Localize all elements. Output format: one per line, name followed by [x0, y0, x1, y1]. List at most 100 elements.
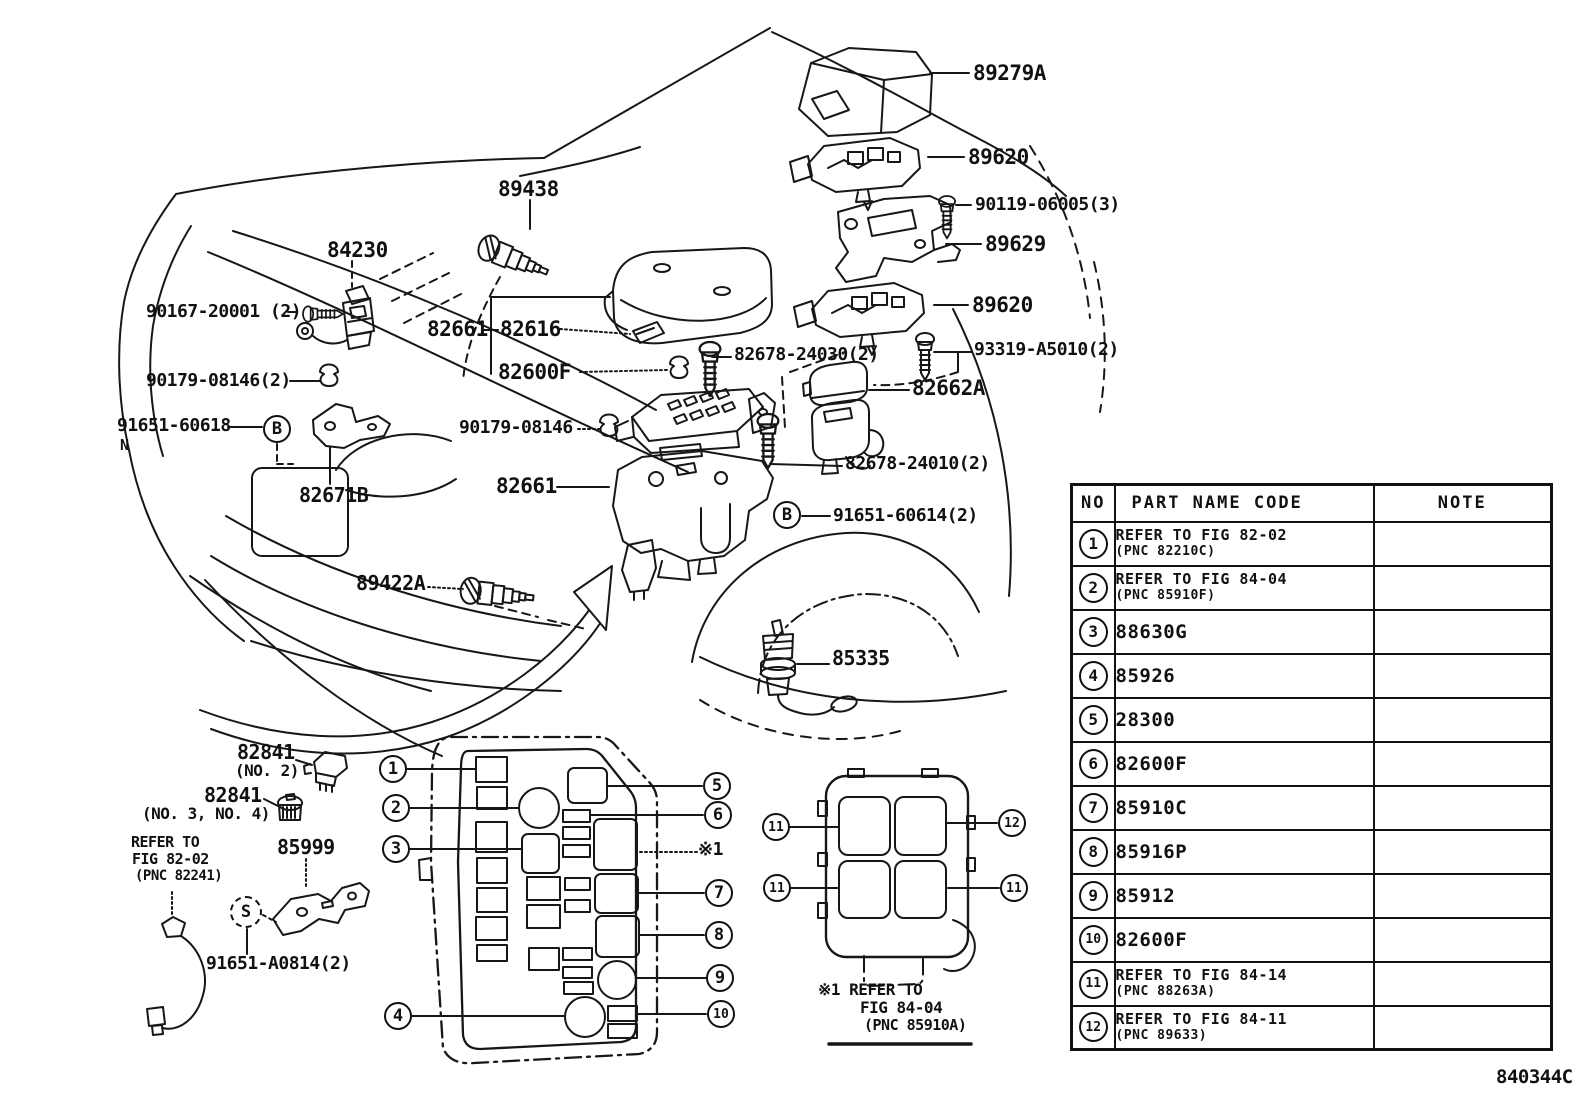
row-number-circle: 6: [1078, 748, 1108, 779]
bolt-93319: [915, 332, 935, 381]
sensor-89438: [473, 231, 554, 285]
bracket-85999: [262, 882, 370, 936]
note-cell: [1372, 608, 1553, 655]
label-85999: 85999: [277, 835, 335, 859]
callout-11: 11: [1000, 874, 1028, 902]
relay-82841-no34: [277, 793, 303, 821]
note-cell: [1372, 916, 1553, 963]
bolt-90119: [938, 195, 956, 240]
label-89620-top: 89620: [968, 145, 1029, 169]
row-number-cell: 1: [1070, 520, 1116, 567]
label-82841-no34-note: (NO. 3, NO. 4): [142, 804, 270, 823]
note-cell: [1372, 1004, 1553, 1051]
relay-box-top-view: [817, 768, 976, 987]
part-name-cell: REFER TO FIG 82-02(PNC 82210C): [1113, 520, 1375, 567]
car-body-outline: [118, 27, 1106, 757]
row-number-cell: 6: [1070, 740, 1116, 787]
part-name-line: 85926: [1115, 664, 1176, 687]
computer-cover-82661: [603, 247, 773, 345]
part-name-cell: 28300: [1113, 696, 1375, 743]
note-cell: [1372, 564, 1553, 611]
sensor-89422A: [458, 575, 536, 612]
label-91651-60618: 91651-60618: [117, 415, 231, 436]
callout-8: 8: [705, 921, 733, 949]
label-ref1-line3: (PNC 85910A): [864, 1016, 967, 1034]
label-82662A: 82662A: [912, 376, 985, 400]
callout-11: 11: [763, 874, 791, 902]
row-number-circle: 9: [1078, 880, 1108, 911]
label-93319-A5010: 93319-A5010(2): [974, 339, 1119, 360]
label-82661-lower: 82661: [496, 474, 557, 498]
row-number-circle: 8: [1078, 836, 1108, 867]
note-cell: [1372, 696, 1553, 743]
callout-5: 5: [703, 772, 731, 800]
label-82600F: 82600F: [498, 360, 571, 384]
relay-block-lower-82661: [612, 450, 774, 601]
note-cell: [1372, 828, 1553, 875]
row-number-circle: 2: [1078, 572, 1108, 603]
part-name-line: REFER TO FIG 84-04: [1115, 570, 1288, 588]
note-cell: [1372, 520, 1553, 567]
fuse-box-top-view: [418, 735, 659, 1065]
part-name-line: 88630G: [1115, 620, 1188, 643]
part-name-cell: 82600F: [1113, 740, 1375, 787]
relay-89620-top: [789, 137, 921, 211]
part-name-line: REFER TO FIG 84-14: [1115, 966, 1288, 984]
row-number-cell: 7: [1070, 784, 1116, 831]
row-number-cell: 4: [1070, 652, 1116, 699]
direction-arrow: [199, 565, 613, 755]
label-91651-60614: 91651-60614(2): [833, 505, 978, 526]
callout-b: B: [773, 501, 801, 529]
label-84230: 84230: [327, 238, 388, 262]
relay-82662A-upper: [802, 360, 868, 407]
label-90167-20001: 90167-20001 (2): [146, 301, 302, 322]
label-91651-A0814: 91651-A0814(2): [206, 953, 351, 974]
sensor-84230: [296, 285, 375, 350]
note-cell: [1372, 652, 1553, 699]
part-name-cell: 85912: [1113, 872, 1375, 919]
note-cell: [1372, 740, 1553, 787]
relay-82841-no2: [303, 751, 348, 793]
part-name-cell: REFER TO FIG 84-04(PNC 85910F): [1113, 564, 1375, 611]
label-82841-no2: 82841: [237, 740, 295, 764]
row-number-cell: 9: [1070, 872, 1116, 919]
row-number-cell: 2: [1070, 564, 1116, 611]
leader-lines: [171, 72, 1000, 1046]
note-cell: [1372, 960, 1553, 1007]
row-number-circle: 7: [1078, 792, 1108, 823]
row-number-cell: 11: [1070, 960, 1116, 1007]
label-85335: 85335: [832, 646, 890, 670]
grommet-82600F: [669, 355, 689, 379]
label-89438: 89438: [498, 177, 559, 201]
table-header-no: NO: [1070, 483, 1116, 523]
note-cell: [1372, 784, 1553, 831]
part-name-line: (PNC 89633): [1115, 1027, 1208, 1043]
row-number-circle: 10: [1078, 924, 1108, 955]
callout-2: 2: [382, 794, 410, 822]
bolt-82678-24030: [698, 340, 722, 398]
row-number-cell: 10: [1070, 916, 1116, 963]
label-refer-8202-1: REFER TO: [131, 833, 200, 851]
callout-4: 4: [384, 1002, 412, 1030]
label-82678-24010: 82678-24010(2): [845, 453, 990, 474]
label-82841-no34: 82841: [204, 783, 262, 807]
wire-91651-A0814: [146, 916, 206, 1036]
part-name-cell: 85910C: [1113, 784, 1375, 831]
row-number-circle: 11: [1078, 968, 1108, 999]
label-refer-8202-3: (PNC 82241): [135, 868, 223, 884]
row-number-circle: 5: [1078, 704, 1108, 735]
label-89620-mid: 89620: [972, 293, 1033, 317]
part-name-line: (PNC 85910F): [1115, 588, 1216, 603]
